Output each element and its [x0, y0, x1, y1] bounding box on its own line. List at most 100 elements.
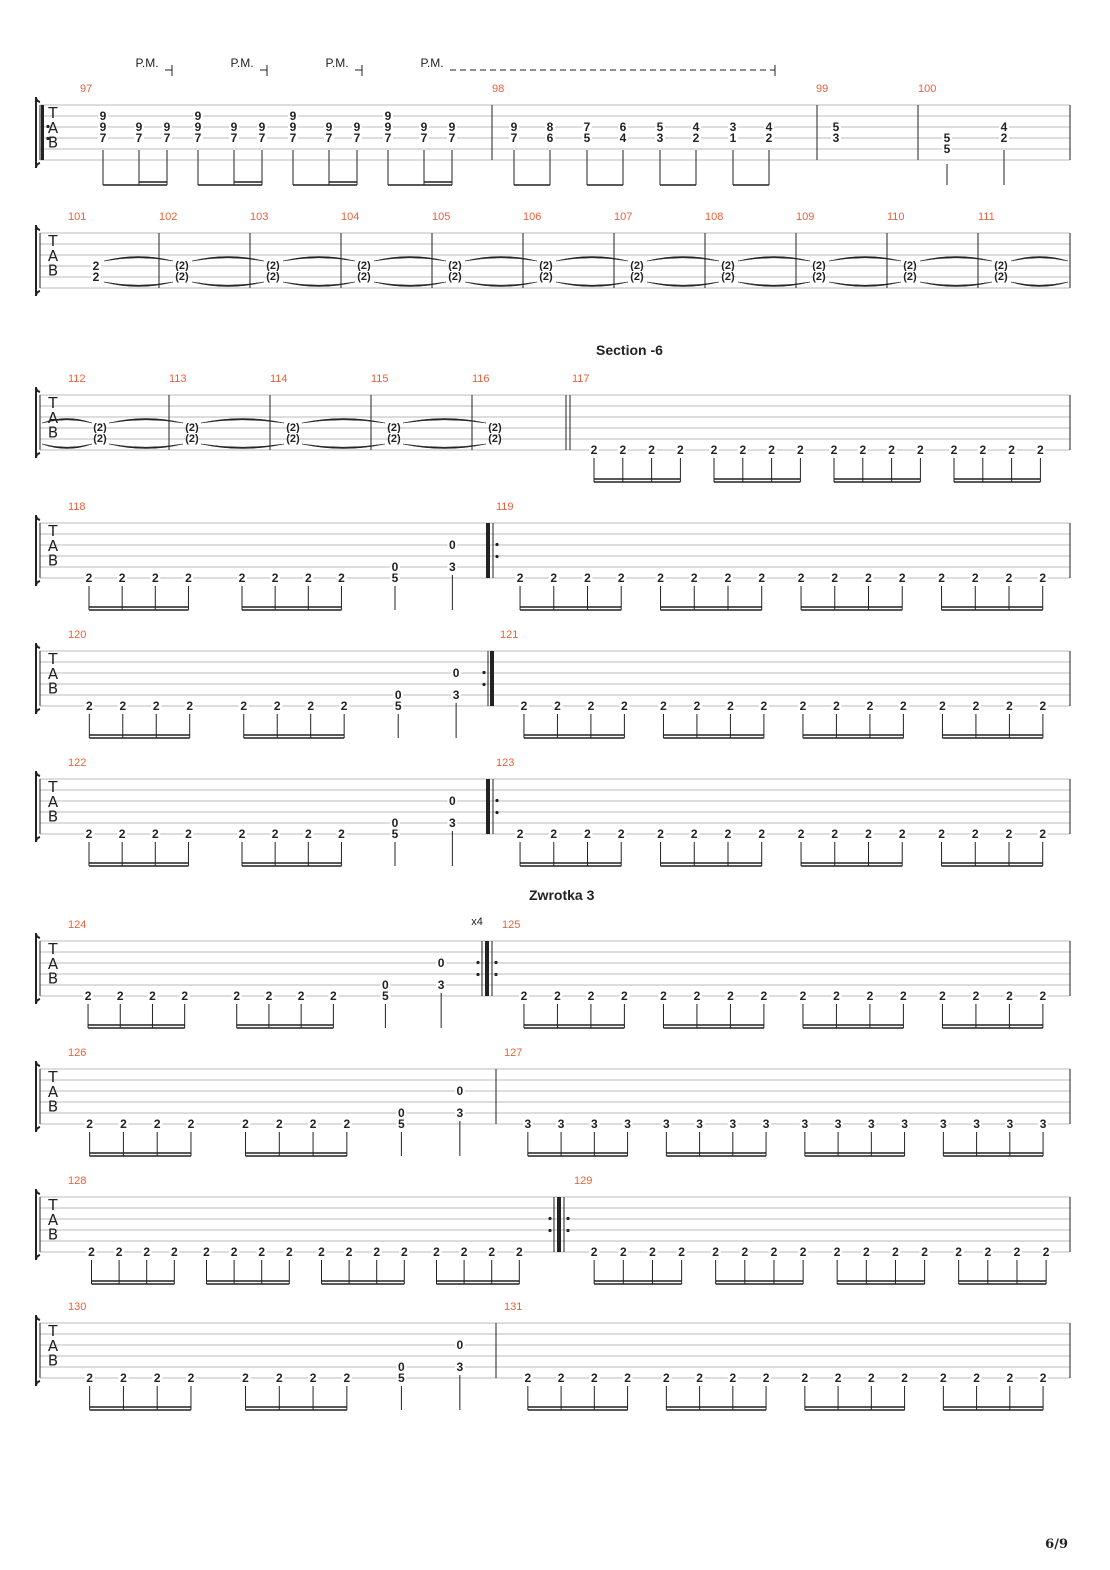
- fret-number: 3: [663, 1117, 670, 1131]
- repeat-dot: [495, 798, 499, 803]
- fret-number: 2: [939, 699, 946, 713]
- fret-number: 2: [231, 1245, 238, 1259]
- fret-backing: [938, 1372, 949, 1384]
- section-title-section-6: Section -6: [596, 342, 663, 358]
- fret-backing: [655, 828, 666, 840]
- tab-clef-letter: T: [47, 232, 58, 250]
- fret-backing: [98, 110, 108, 122]
- system-bracket: [35, 386, 41, 459]
- fret-number: 5: [584, 131, 591, 145]
- tie-arc: [200, 443, 285, 449]
- fret-backing: [86, 1246, 97, 1258]
- fret-backing: [937, 700, 948, 712]
- fret-backing: [352, 121, 362, 133]
- fret-number: 2: [272, 571, 279, 585]
- fret-number: 2: [657, 827, 664, 841]
- fret-backing: [618, 1246, 629, 1258]
- fret-backing: [515, 828, 526, 840]
- fret-backing: [942, 132, 952, 144]
- fret-backing: [98, 121, 108, 133]
- fret-backing: [238, 700, 249, 712]
- fret-number: 9: [326, 120, 333, 134]
- fret-number: 2: [696, 1371, 703, 1385]
- fret-backing: [419, 132, 429, 144]
- fret-backing: [490, 433, 500, 445]
- tie-arc: [464, 281, 538, 287]
- tab-clef-letter: A: [48, 409, 59, 427]
- tab-clef-letter: B: [48, 1226, 58, 1244]
- fret-backing: [256, 1246, 267, 1258]
- fret-backing: [764, 132, 774, 144]
- fret-backing: [996, 260, 1006, 272]
- measure-number: 109: [796, 211, 814, 223]
- fret-number: 2: [242, 1117, 249, 1131]
- fret-backing: [585, 990, 596, 1002]
- measure-number: 104: [341, 211, 359, 223]
- fret-backing: [359, 260, 369, 272]
- fret-backing: [897, 828, 908, 840]
- fret-backing: [490, 422, 500, 434]
- fret-backing: [352, 132, 362, 144]
- fret-backing: [796, 828, 807, 840]
- fret-backing: [585, 700, 596, 712]
- fret-backing: [691, 700, 702, 712]
- fret-number: 2: [865, 827, 872, 841]
- fret-number: (2): [721, 260, 735, 272]
- repeat-thick-bar: [490, 651, 494, 706]
- fret-backing: [396, 1107, 407, 1119]
- fret-number: 7: [100, 131, 107, 145]
- fret-number: 2: [867, 699, 874, 713]
- tab-clef-letter: B: [48, 1352, 58, 1370]
- fret-number: 2: [619, 443, 626, 457]
- fret-number: 2: [758, 827, 765, 841]
- measure-number: 122: [68, 757, 86, 769]
- fret-number: 2: [868, 1371, 875, 1385]
- fret-number: (2): [994, 271, 1008, 283]
- fret-number: 0: [457, 1084, 464, 1098]
- fret-number: 2: [657, 571, 664, 585]
- fret-backing: [863, 572, 874, 584]
- tab-clef-letter: A: [48, 955, 59, 973]
- fret-backing: [589, 1118, 600, 1130]
- measure-number: 118: [68, 501, 86, 513]
- fret-backing: [556, 1118, 567, 1130]
- fret-number: 6: [547, 131, 554, 145]
- fret-number: 2: [272, 827, 279, 841]
- fret-backing: [728, 132, 738, 144]
- fret-number: 2: [1040, 699, 1047, 713]
- tie-arc: [919, 256, 993, 262]
- repeat-dot: [46, 124, 50, 129]
- tie-arc: [555, 256, 629, 262]
- fret-number: 2: [1043, 1245, 1050, 1259]
- fret-backing: [117, 828, 128, 840]
- tie-arc: [200, 418, 285, 424]
- fret-number: 2: [766, 131, 773, 145]
- fret-number: 2: [768, 443, 775, 457]
- fret-number: (2): [448, 271, 462, 283]
- fret-backing: [1004, 1372, 1015, 1384]
- measure-number: 112: [68, 373, 86, 385]
- fret-number: 8: [547, 120, 554, 134]
- fret-backing: [284, 1246, 295, 1258]
- fret-backing: [509, 132, 519, 144]
- fret-number: 1: [730, 131, 737, 145]
- fret-backing: [949, 444, 959, 456]
- fret-backing: [447, 132, 457, 144]
- fret-backing: [798, 1246, 809, 1258]
- measure-number: 97: [80, 83, 92, 95]
- fret-number: 2: [979, 443, 986, 457]
- fret-number: 3: [591, 1117, 598, 1131]
- fret-backing: [617, 444, 628, 456]
- fret-number: 2: [550, 571, 557, 585]
- fret-backing: [829, 572, 840, 584]
- fret-backing: [905, 260, 915, 272]
- fret-number: 2: [973, 1371, 980, 1385]
- fret-number: 2: [276, 1117, 283, 1131]
- fret-backing: [177, 260, 187, 272]
- fret-number: 4: [766, 120, 773, 134]
- measure-number: 123: [496, 757, 514, 769]
- tab-clef-letter: T: [47, 1068, 58, 1086]
- fret-number: 2: [185, 827, 192, 841]
- fret-backing: [184, 700, 195, 712]
- repeat-count: x4: [471, 916, 483, 928]
